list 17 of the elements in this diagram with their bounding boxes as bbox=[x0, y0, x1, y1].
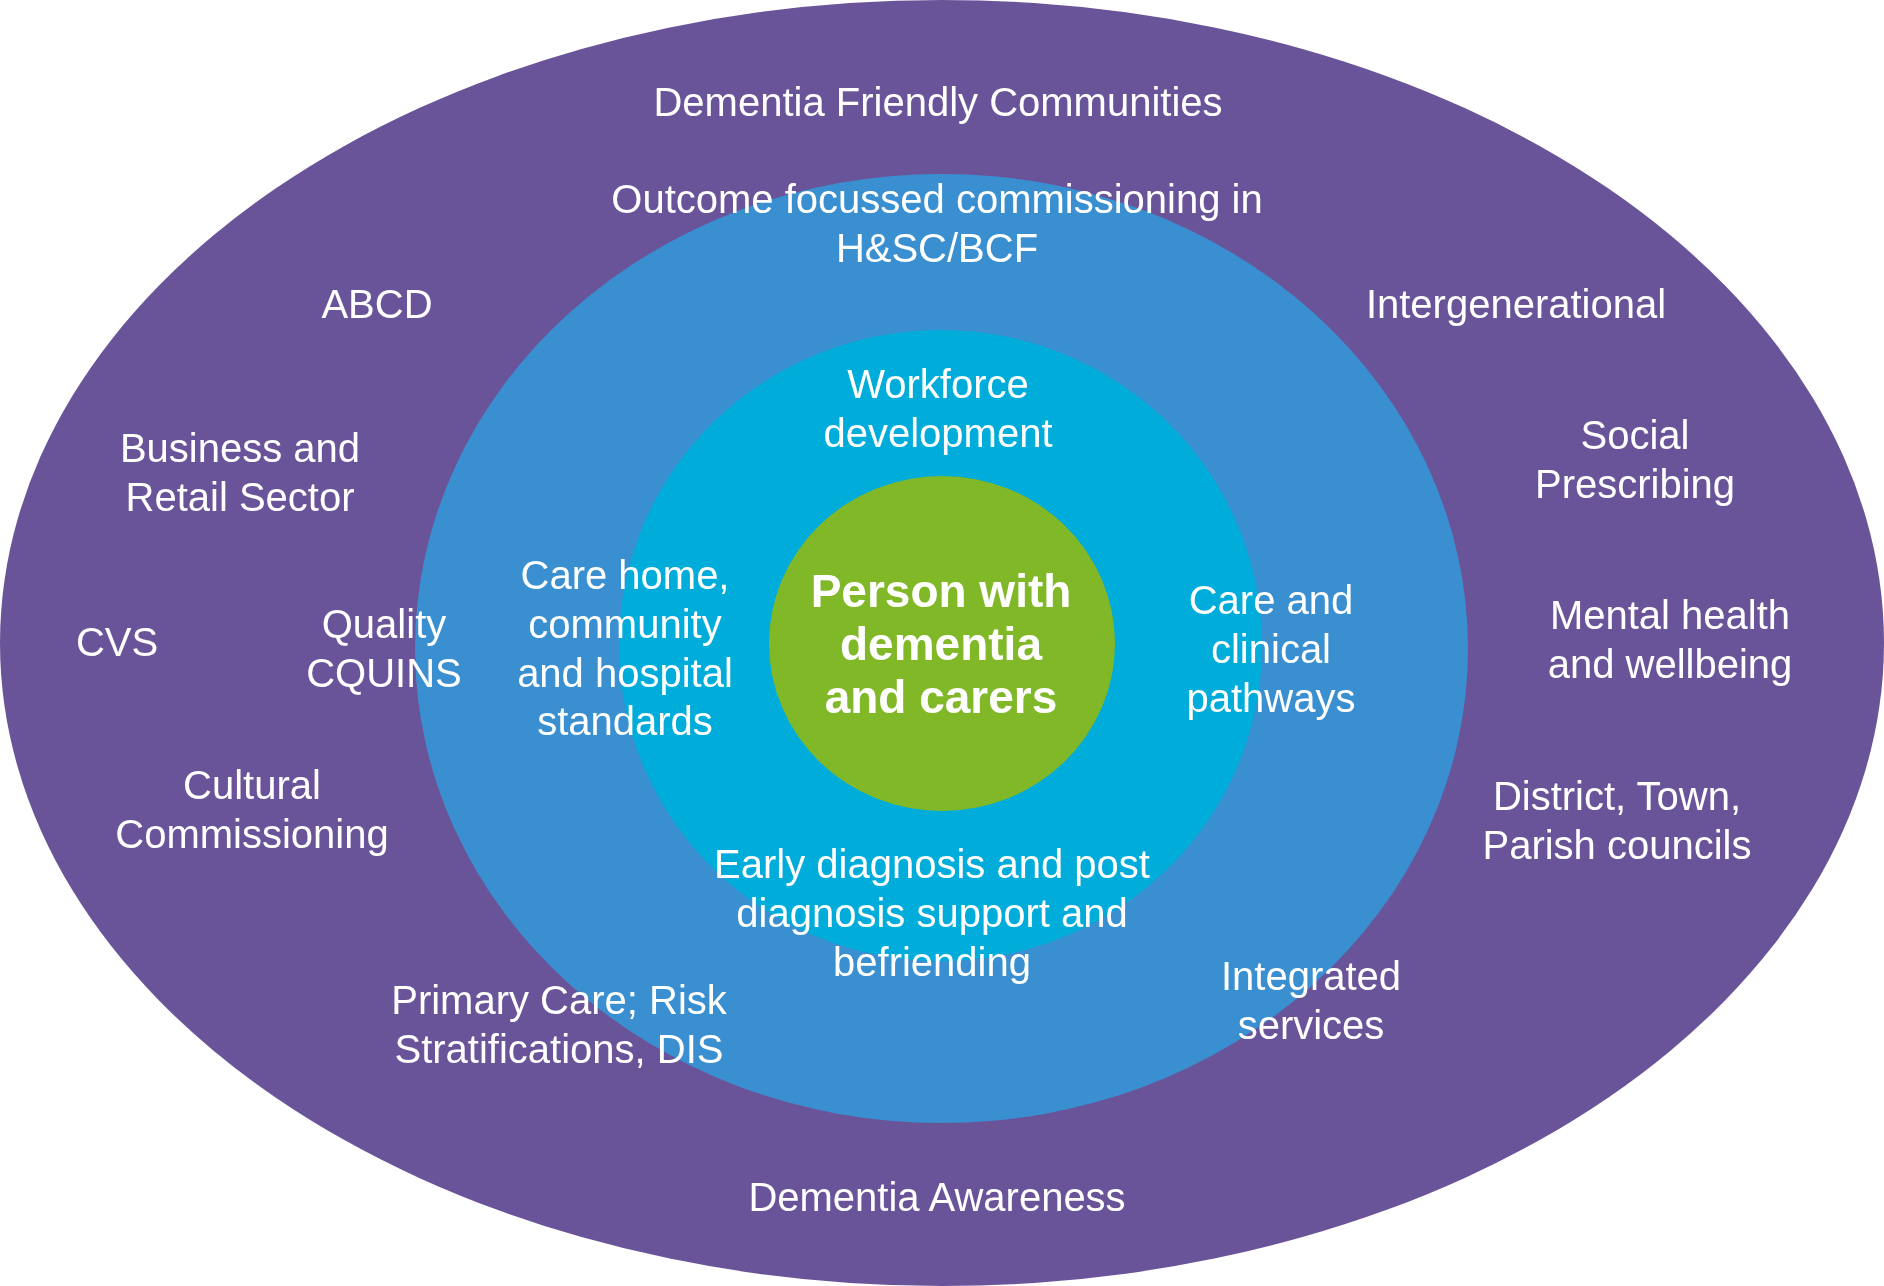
topic-label: Social Prescribing bbox=[1533, 412, 1737, 508]
topic-label: Dementia Awareness bbox=[748, 1173, 1126, 1221]
topic-label: Intergenerational bbox=[1365, 280, 1667, 328]
topic-label: Integrated services bbox=[1191, 952, 1431, 1050]
topic-label: Business and Retail Sector bbox=[118, 425, 362, 521]
center-label: Person with dementia and carers bbox=[809, 564, 1073, 724]
topic-label: Outcome focussed commissioning in H&SC/BCF bbox=[610, 176, 1264, 272]
topic-label: Mental health and wellbeing bbox=[1546, 592, 1794, 688]
topic-label: ABCD bbox=[321, 280, 433, 328]
topic-label: Cultural Commissioning bbox=[114, 762, 390, 858]
topic-label: Quality CQUINS bbox=[305, 601, 463, 697]
topic-label: Care home, community and hospital standards bbox=[516, 552, 734, 746]
topic-label: Care and clinical pathways bbox=[1185, 576, 1357, 722]
topic-label: Workforce development bbox=[822, 361, 1054, 457]
topic-label: CVS bbox=[75, 618, 159, 666]
topic-label: Dementia Friendly Communities bbox=[653, 78, 1223, 126]
topic-label: District, Town, Parish councils bbox=[1481, 773, 1753, 869]
